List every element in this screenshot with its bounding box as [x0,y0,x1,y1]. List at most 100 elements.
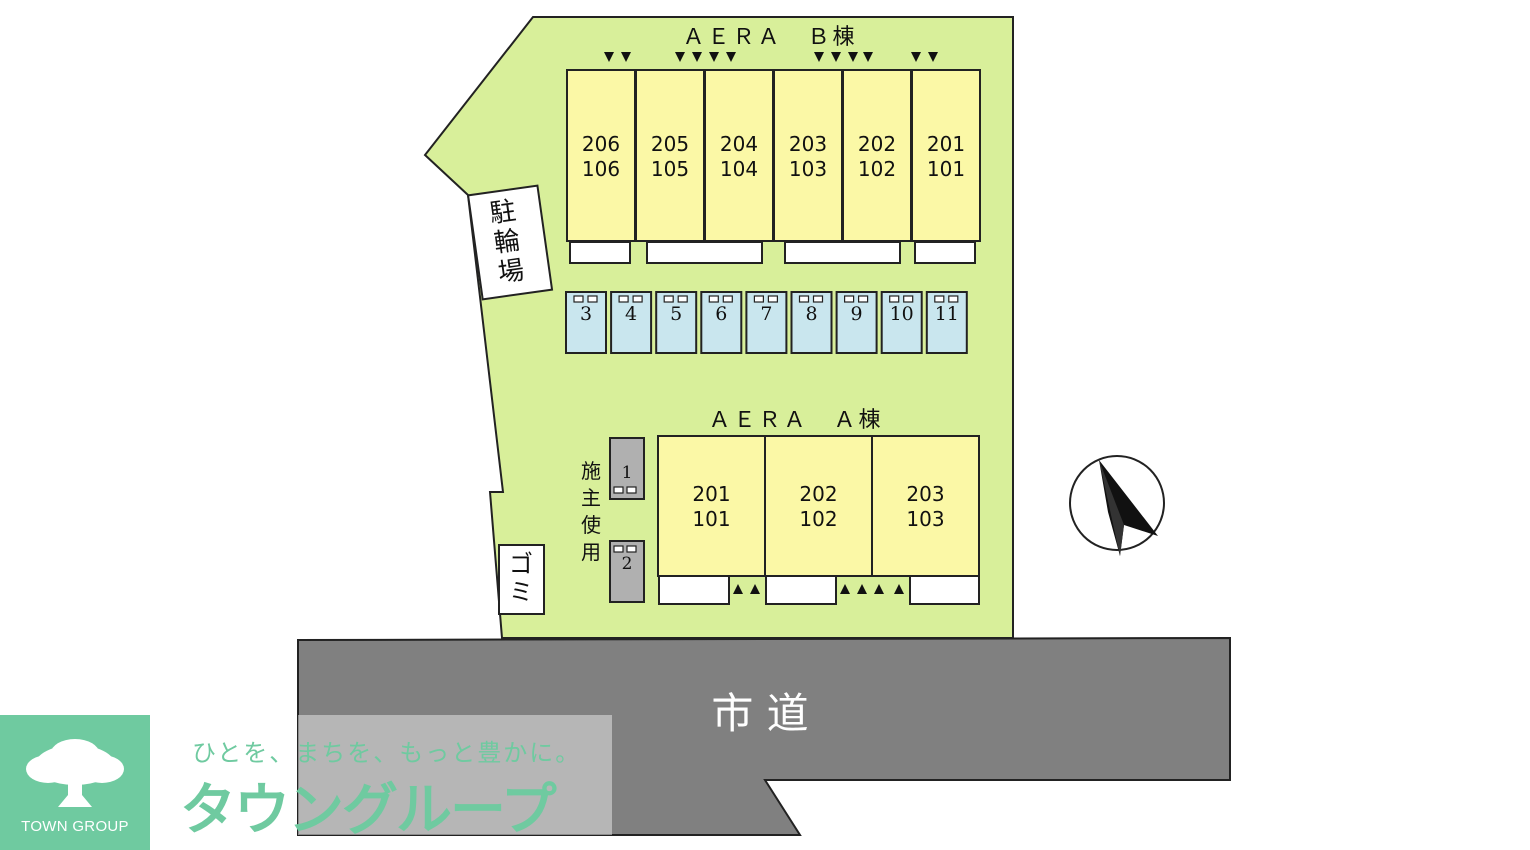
balcony [909,575,980,605]
label-char: 施 [581,459,601,483]
label-char: 使 [581,513,601,537]
parking-space: 5 [655,291,698,354]
balcony [765,575,837,605]
unit-upper-number: 202 [799,482,837,506]
parking-number: 5 [670,303,682,325]
parking-number: 6 [715,303,727,325]
parking-number: 3 [580,303,592,325]
parking-space: 9 [835,291,878,354]
parking-number: 4 [625,303,637,325]
label-char: 駐 [488,196,518,229]
label-char: ゴ [509,550,533,578]
label-char: ミ [509,578,533,606]
label-char: 場 [496,255,526,288]
entrance-marker [814,52,824,62]
unit-lower-number: 105 [651,157,689,181]
entrance-marker [831,52,841,62]
entrance-marker [928,52,938,62]
balcony [784,241,901,264]
bicycle-parking-label: 駐輪場 [488,196,526,289]
garbage-label: ゴミ [509,550,533,606]
entrance-marker [709,52,719,62]
unit-lower-number: 101 [927,157,965,181]
parking-space: 3 [565,291,607,354]
entrance-marker [857,584,867,594]
unit-lower-number: 102 [799,507,837,531]
unit-lower-number: 103 [906,507,944,531]
label-char: 輪 [492,226,522,259]
entrance-marker [675,52,685,62]
unit-upper-number: 203 [906,482,944,506]
tree-icon [26,739,124,807]
owner-space-number: 1 [622,463,633,483]
entrance-marker [911,52,921,62]
balcony [646,241,763,264]
road-label: 市 道 [711,689,808,738]
balcony [569,241,631,264]
entrance-marker [733,584,743,594]
label-char: 用 [581,540,601,564]
entrance-marker [874,584,884,594]
entrance-marker [750,584,760,594]
parking-number: 11 [935,303,959,325]
entrance-marker [604,52,614,62]
entrance-marker [894,584,904,594]
parking-space: 11 [925,291,968,354]
unit-upper-number: 202 [858,132,896,156]
town-group-logo: TOWN GROUP [0,715,150,850]
logo-brand: タウングループ [180,778,557,843]
unit-upper-number: 206 [582,132,620,156]
unit-lower-number: 102 [858,157,896,181]
entrance-marker [848,52,858,62]
entrance-marker [840,584,850,594]
unit-lower-number: 103 [789,157,827,181]
entrance-marker [621,52,631,62]
unit-upper-number: 203 [789,132,827,156]
entrance-marker [863,52,873,62]
watermark-panel [298,715,612,835]
garbage-area [498,544,545,615]
parking-row: 3 4 5 6 7 8 9 10 11 [565,291,968,354]
entrance-marker [692,52,702,62]
parking-space: 6 [700,291,743,354]
parking-number: 7 [760,303,772,325]
parking-number: 10 [890,303,914,325]
owner-space-number: 2 [622,554,633,574]
parking-space: 10 [880,291,923,354]
unit-lower-number: 106 [582,157,620,181]
entrance-marker [726,52,736,62]
parking-number: 8 [805,303,817,325]
north-arrow-icon [1069,455,1165,556]
unit-upper-number: 204 [720,132,758,156]
balcony [914,241,976,264]
parking-number: 9 [851,303,863,325]
balcony [658,575,730,605]
unit-upper-number: 205 [651,132,689,156]
label-char: 主 [581,486,601,510]
unit-upper-number: 201 [927,132,965,156]
owner-parking: 12 [609,437,645,603]
owner-parking-space: 2 [609,540,645,603]
unit-upper-number: 201 [692,482,730,506]
building-a-label: ＡＥＲＡ Ａ棟 [708,408,883,433]
building-b-label: ＡＥＲＡ Ｂ棟 [682,25,857,50]
logo-tagline: ひとを、まちを、もっと豊かに。 [192,739,582,767]
parking-space: 8 [790,291,833,354]
unit-lower-number: 101 [692,507,730,531]
parking-space: 4 [610,291,653,354]
logo-name: TOWN GROUP [21,818,129,835]
bicycle-parking [466,184,554,301]
unit-lower-number: 104 [720,157,758,181]
